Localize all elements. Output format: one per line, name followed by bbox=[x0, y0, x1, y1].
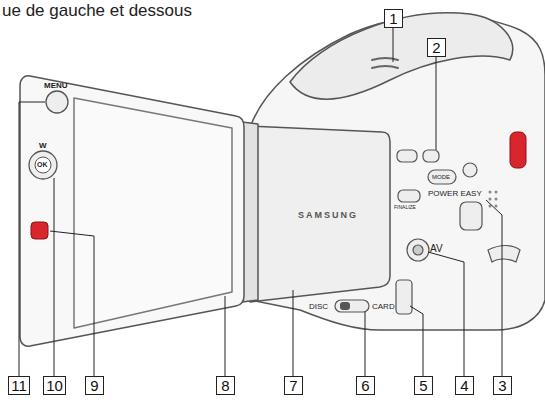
callout-number: 8 bbox=[221, 378, 229, 393]
joystick-center bbox=[35, 157, 51, 173]
easy-button bbox=[463, 163, 477, 177]
callout-number: 3 bbox=[498, 378, 506, 393]
callout-box: 5 bbox=[414, 376, 433, 395]
body-marking: FINALIZE bbox=[394, 205, 416, 210]
callout-box: 3 bbox=[493, 376, 512, 395]
callout-box: 10 bbox=[43, 376, 66, 395]
mode-button bbox=[428, 170, 456, 184]
callout-box: 9 bbox=[85, 376, 104, 395]
heading: ue de gauche et dessous bbox=[2, 2, 192, 19]
callout-box: 6 bbox=[356, 376, 375, 395]
disc-card-switch bbox=[335, 300, 369, 312]
leader-lines bbox=[19, 28, 502, 376]
callout-number: 6 bbox=[361, 378, 369, 393]
callout-number: 4 bbox=[460, 378, 468, 393]
callout-number: 2 bbox=[432, 40, 440, 55]
callout-number: 1 bbox=[389, 11, 397, 26]
callout-box: 8 bbox=[216, 376, 235, 395]
callout-box: 7 bbox=[284, 376, 303, 395]
record-button bbox=[510, 132, 526, 168]
callout-number: 11 bbox=[11, 378, 27, 393]
callout-box: 4 bbox=[455, 376, 474, 395]
switch-knob bbox=[340, 302, 350, 310]
av-jack bbox=[407, 239, 429, 261]
body-marking: W bbox=[39, 142, 47, 150]
menu-button bbox=[46, 91, 68, 113]
callout-box: 1 bbox=[384, 9, 403, 28]
switch-5 bbox=[396, 280, 412, 314]
zoom-lever bbox=[460, 202, 482, 230]
body-marking: SAMSUNG bbox=[298, 211, 358, 220]
body-marking: CARD bbox=[372, 303, 395, 311]
lcd-back-panel bbox=[250, 126, 390, 302]
callout-number: 5 bbox=[419, 378, 427, 393]
callout-number: 7 bbox=[289, 378, 297, 393]
button bbox=[397, 150, 417, 162]
body-marking: DISC bbox=[309, 303, 328, 311]
body-marking: POWER EASY bbox=[428, 190, 482, 198]
callout-box: 11 bbox=[8, 376, 30, 395]
body-marking: AV bbox=[430, 244, 443, 254]
record-button-left bbox=[31, 222, 48, 239]
finalize-button bbox=[398, 190, 420, 202]
joystick bbox=[29, 151, 57, 179]
av-jack-hole bbox=[413, 245, 423, 255]
callout-number: 10 bbox=[46, 378, 63, 393]
body-marking: MODE bbox=[432, 174, 450, 180]
lcd-screen bbox=[74, 98, 232, 328]
button bbox=[423, 150, 439, 162]
callout-number: 9 bbox=[90, 378, 98, 393]
body-marking: MENU bbox=[44, 82, 68, 90]
strap-hook bbox=[488, 246, 520, 263]
body-marking: OK bbox=[37, 161, 48, 168]
callout-box: 2 bbox=[427, 38, 446, 57]
speaker-grill bbox=[372, 58, 398, 68]
